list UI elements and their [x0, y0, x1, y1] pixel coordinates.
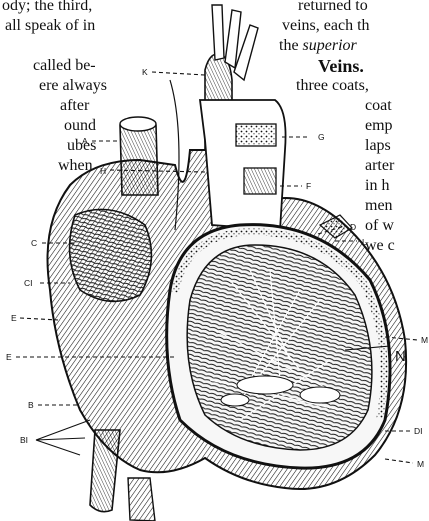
figure-label-f: F [306, 181, 311, 191]
figure-label-n: N [395, 348, 406, 365]
vessel-branch [212, 5, 224, 60]
figure-label-m1: M [421, 335, 428, 345]
artery-section [244, 168, 276, 194]
figure-label-k: K [142, 67, 148, 77]
figure-label-c: C [31, 238, 37, 248]
inferior-vessel [128, 478, 155, 521]
artery-section [236, 124, 276, 146]
figure-label-h: H [100, 166, 106, 176]
inferior-vessel [90, 430, 120, 512]
figure-label-b1: BI [20, 435, 28, 445]
figure-label-c1: CI [24, 278, 33, 288]
figure-label-e1: E [11, 313, 17, 323]
figure-label-d1: DI [414, 426, 423, 436]
figure-label-m2: M [417, 459, 424, 469]
pulmonary-artery [200, 100, 286, 230]
figure-label-g: G [318, 132, 325, 142]
figure-label-e2: E [6, 352, 12, 362]
auricle [70, 209, 152, 301]
figure-label-b: B [28, 400, 34, 410]
figure-label-l: L [362, 237, 367, 247]
figure-label-a: A [82, 136, 88, 146]
figure-label-d: D [350, 222, 356, 232]
